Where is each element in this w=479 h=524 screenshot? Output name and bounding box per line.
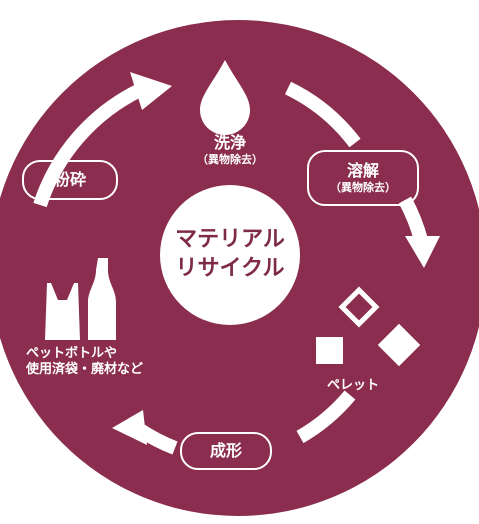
- step-wash-label: 洗浄 （異物除去）: [197, 133, 263, 166]
- bottle-and-bag-icon: [45, 258, 116, 340]
- arrowhead-dissolve-to-pellet: [405, 236, 440, 268]
- arrowhead-crush-to-wash: [130, 72, 172, 110]
- arrowhead-molding-to-bottle: [112, 410, 147, 445]
- step-dissolve-pill: 溶解 （異物除去）: [307, 150, 419, 206]
- center-title: マテリアル リサイクル: [160, 185, 300, 325]
- bottle-icon: [88, 258, 116, 340]
- step-crush-pill: 粉砕: [22, 160, 118, 200]
- step-source-label: ペットボトルや 使用済袋・廃材など: [26, 346, 144, 378]
- pellet-cubes-icon: [316, 286, 421, 367]
- step-molding-pill: 成形: [180, 432, 272, 470]
- arrow-wash-to-dissolve: [284, 81, 361, 148]
- water-drop-icon: [200, 60, 250, 135]
- bag-icon: [45, 283, 80, 340]
- step-pellet-label: ペレット: [326, 378, 379, 393]
- arrow-pellet-to-molding: [296, 390, 356, 444]
- arrow-crush-to-wash: [33, 83, 144, 208]
